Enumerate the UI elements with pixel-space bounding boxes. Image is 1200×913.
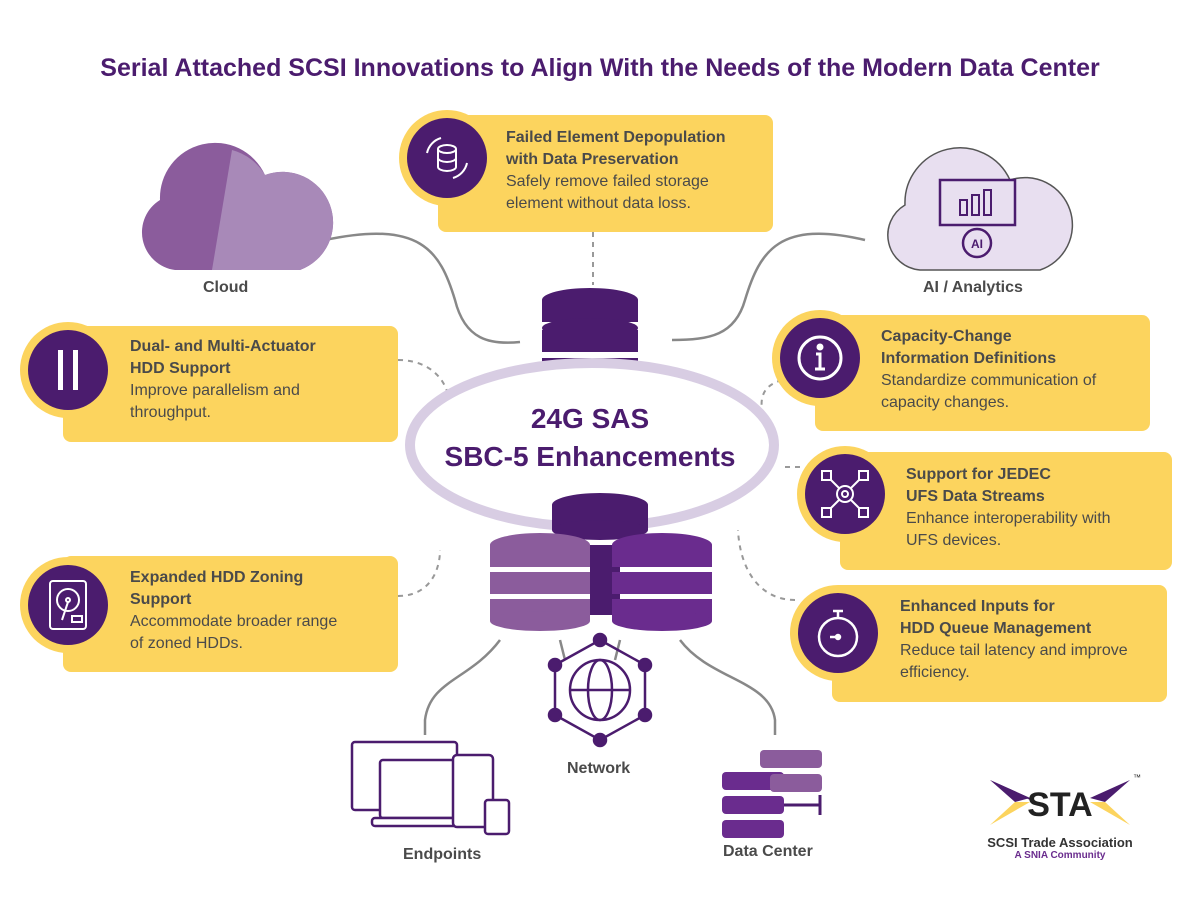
ai-analytics-icon: AI: [887, 147, 1074, 271]
feature-text: Failed Element Depopulation with Data Pr…: [506, 127, 726, 215]
feature-title: Expanded HDD Zoning: [130, 569, 304, 586]
data-center-icon: [722, 750, 822, 838]
feature-description: throughput.: [130, 404, 211, 421]
feature-description: Accommodate broader range: [130, 613, 338, 630]
logo-name: SCSI Trade Association: [987, 835, 1133, 850]
gear-network-icon: [805, 454, 885, 534]
feature-text: Enhanced Inputs for HDD Queue Management…: [900, 596, 1128, 684]
sta-logo-mark: STA ™: [990, 773, 1141, 825]
feature-title: HDD Queue Management: [900, 620, 1092, 637]
page-title: Serial Attached SCSI Innovations to Alig…: [100, 54, 1100, 82]
feature-title: Capacity-Change: [881, 328, 1012, 345]
feature-card-multi-actuator: [63, 326, 398, 442]
feature-title: Enhanced Inputs for: [900, 598, 1055, 615]
svg-text:AI: AI: [971, 237, 983, 251]
svg-text:™: ™: [1133, 773, 1141, 782]
feature-text: Expanded HDD Zoning Support Accommodate …: [130, 567, 337, 655]
hard-drive-icon: [28, 565, 108, 645]
feature-description: Improve parallelism and: [130, 382, 300, 399]
feature-description: element without data loss.: [506, 195, 691, 212]
feature-title: Failed Element Depopulation: [506, 129, 726, 146]
dual-bar-icon: [28, 330, 108, 410]
feature-title: UFS Data Streams: [906, 488, 1045, 505]
network-label: Network: [567, 760, 631, 777]
feature-title: Information Definitions: [881, 350, 1057, 367]
feature-description: Standardize communication of: [881, 372, 1097, 389]
feature-text: Support for JEDEC UFS Data Streams Enhan…: [906, 464, 1111, 552]
svg-text:STA: STA: [1027, 786, 1092, 824]
ai-analytics-label: AI / Analytics: [923, 279, 1023, 296]
feature-title: with Data Preservation: [506, 151, 679, 168]
feature-description: capacity changes.: [881, 394, 1010, 411]
feature-title: HDD Support: [130, 360, 231, 377]
network-connector-left: [558, 639, 567, 661]
center-label: 24G SAS SBC-5 Enhancements: [405, 400, 775, 476]
logo-tagline: A SNIA Community: [1014, 850, 1106, 861]
feature-title: Dual- and Multi-Actuator: [130, 338, 316, 355]
stopwatch-icon: [798, 593, 878, 673]
endpoints-connector: [423, 639, 501, 735]
feature-card-failed-element: [438, 115, 773, 232]
feature-description: Safely remove failed storage: [506, 173, 709, 190]
center-line-2: SBC-5 Enhancements: [444, 441, 736, 472]
endpoints-icon: [350, 740, 511, 836]
cloud-label: Cloud: [203, 279, 249, 296]
feature-description: Enhance interoperability with: [906, 510, 1111, 527]
feature-text: Dual- and Multi-Actuator HDD Support Imp…: [130, 336, 316, 424]
info-icon: [780, 318, 860, 398]
hands-database-icon: [407, 118, 487, 198]
feature-card-capacity-change: [815, 315, 1150, 431]
feature-text: Capacity-Change Information Definitions …: [881, 326, 1096, 414]
feature-card-queue-management: [832, 585, 1167, 702]
network-icon: [547, 632, 653, 748]
data-center-label: Data Center: [723, 843, 813, 860]
feature-card-jedec-ufs: [840, 452, 1172, 570]
database-stack-bottom: [490, 493, 712, 631]
feature-title: Support for JEDEC: [906, 466, 1051, 483]
sta-logo: STA ™ SCSI Trade Association A SNIA Comm…: [975, 770, 1145, 861]
feature-description: efficiency.: [900, 664, 970, 681]
feature-title: Support: [130, 591, 192, 608]
feature-description: Reduce tail latency and improve: [900, 642, 1128, 659]
datacenter-connector: [679, 639, 777, 735]
feature-description: UFS devices.: [906, 532, 1002, 549]
center-line-1: 24G SAS: [530, 403, 650, 434]
feature-description: of zoned HDDs.: [130, 635, 243, 652]
endpoints-label: Endpoints: [403, 846, 482, 863]
feature-card-hdd-zoning: [63, 556, 398, 672]
cloud-icon: [141, 142, 334, 270]
cloud-connector: [324, 232, 521, 344]
ai-connector: [671, 232, 866, 342]
